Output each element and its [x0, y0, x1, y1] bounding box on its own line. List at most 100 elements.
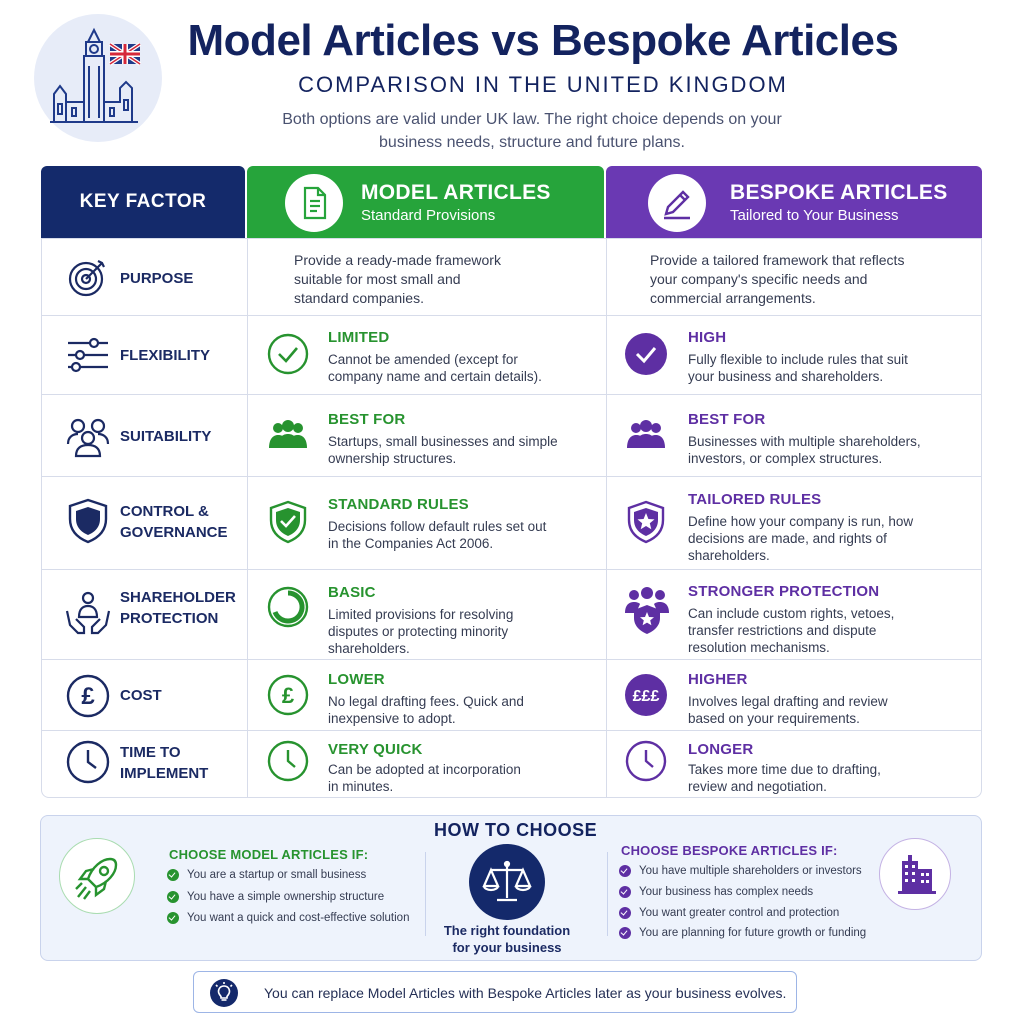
check-circle-icon — [266, 332, 310, 376]
protection-bespoke-heading: STRONGER PROTECTION — [688, 583, 880, 600]
control-bespoke-line: Define how your company is run, how — [688, 514, 914, 529]
target-icon — [64, 253, 112, 301]
choose-model-item-text: You want a quick and cost-effective solu… — [187, 912, 410, 924]
protection-bespoke-line: resolution mechanisms. — [688, 640, 830, 655]
purpose-model-text: Provide a ready-made framework suitable … — [294, 251, 501, 308]
bespoke-articles-title: BESPOKE ARTICLES — [730, 181, 948, 204]
clock-icon — [624, 739, 668, 783]
suitability-model-text: Startups, small businesses and simple ow… — [328, 433, 558, 467]
choose-model-item: You are a startup or small business — [167, 869, 366, 881]
protection-bespoke-line: Can include custom rights, vetoes, — [688, 606, 895, 621]
choose-bespoke-item: You want greater control and protection — [619, 907, 839, 919]
check-dot-icon — [619, 865, 631, 877]
choose-bespoke-item-text: You want greater control and protection — [639, 907, 840, 919]
flexibility-model-text: Cannot be amended (except for company na… — [328, 351, 542, 385]
pound-icon: £ — [64, 672, 112, 720]
triple-pound-icon: £££ — [624, 673, 668, 717]
shield-icon — [64, 497, 112, 545]
time-bespoke-heading: LONGER — [688, 741, 754, 758]
triple-pound-symbol: £££ — [633, 688, 660, 705]
protection-bespoke-text: Can include custom rights, vetoes, trans… — [688, 605, 894, 656]
flexibility-bespoke-heading: HIGH — [688, 329, 727, 346]
shield-check-icon — [266, 500, 310, 544]
model-articles-title: MODEL ARTICLES — [361, 181, 551, 204]
flexibility-model-line: company name and certain details). — [328, 369, 542, 384]
how-to-choose-panel: HOW TO CHOOSE CHOOSE MODEL ARTICLES IF: … — [40, 815, 982, 961]
control-label: CONTROL & GOVERNANCE — [120, 501, 228, 543]
control-model-text: Decisions follow default rules set out i… — [328, 518, 546, 552]
suitability-label: SUITABILITY — [120, 428, 212, 445]
cost-bespoke-heading: HIGHER — [688, 671, 748, 688]
choose-bespoke-item: Your business has complex needs — [619, 886, 813, 898]
check-dot-icon — [167, 912, 179, 924]
check-badge-icon — [624, 332, 668, 376]
partial-circle-icon — [266, 585, 310, 629]
purpose-bespoke-line: your company's specific needs and — [650, 271, 868, 287]
check-dot-icon — [619, 886, 631, 898]
choose-bespoke-item: You have multiple shareholders or invest… — [619, 865, 862, 877]
purpose-bespoke-line: commercial arrangements. — [650, 290, 816, 306]
group-icon — [266, 414, 310, 458]
time-bespoke-line: review and negotiation. — [688, 779, 827, 794]
suitability-model-line: Startups, small businesses and simple — [328, 434, 558, 449]
scales-of-justice-icon — [469, 844, 545, 920]
choose-model-item-text: You are a startup or small business — [187, 869, 367, 881]
protection-model-text: Limited provisions for resolving dispute… — [328, 606, 513, 657]
purpose-bespoke-line: Provide a tailored framework that reflec… — [650, 252, 905, 268]
intro-line-2: business needs, structure and future pla… — [379, 134, 685, 151]
choose-bespoke-item-text: You have multiple shareholders or invest… — [639, 865, 862, 877]
suitability-bespoke-heading: BEST FOR — [688, 411, 766, 428]
time-model-text: Can be adopted at incorporation in minut… — [328, 761, 521, 795]
suitability-model-heading: BEST FOR — [328, 411, 406, 428]
time-model-line: Can be adopted at incorporation — [328, 762, 521, 777]
choose-bespoke-item-text: Your business has complex needs — [639, 886, 814, 898]
control-label-line: GOVERNANCE — [120, 524, 228, 541]
cost-bespoke-line: based on your requirements. — [688, 711, 860, 726]
how-to-choose-title: HOW TO CHOOSE — [434, 820, 598, 840]
page-title: Model Articles vs Bespoke Articles — [187, 16, 899, 65]
flexibility-model-line: Cannot be amended (except for — [328, 352, 518, 367]
intro-text: Both options are valid under UK law. The… — [230, 108, 834, 154]
protection-label-line: PROTECTION — [120, 610, 219, 627]
purpose-model-line: Provide a ready-made framework — [294, 252, 501, 268]
cost-model-heading: LOWER — [328, 671, 385, 688]
pen-icon — [648, 174, 706, 232]
suitability-bespoke-line: Businesses with multiple shareholders, — [688, 434, 921, 449]
protection-bespoke-line: transfer restrictions and dispute — [688, 623, 877, 638]
clock-icon — [266, 739, 310, 783]
cost-bespoke-line: Involves legal drafting and review — [688, 694, 888, 709]
flexibility-bespoke-line: Fully flexible to include rules that sui… — [688, 352, 908, 367]
protection-model-line: Limited provisions for resolving — [328, 607, 514, 622]
choose-model-item: You want a quick and cost-effective solu… — [167, 912, 409, 924]
check-dot-icon — [619, 927, 631, 939]
suitability-model-line: ownership structures. — [328, 451, 457, 466]
protection-model-line: shareholders. — [328, 641, 410, 656]
control-bespoke-heading: TAILORED RULES — [688, 491, 822, 508]
replace-articles-note: You can replace Model Articles with Besp… — [193, 971, 797, 1013]
foundation-caption-line: for your business — [452, 940, 562, 955]
check-dot-icon — [619, 907, 631, 919]
suitability-bespoke-line: investors, or complex structures. — [688, 451, 883, 466]
choose-bespoke-heading: CHOOSE BESPOKE ARTICLES IF: — [621, 843, 838, 858]
purpose-model-line: suitable for most small and — [294, 271, 461, 287]
bespoke-articles-header: BESPOKE ARTICLES Tailored to Your Busine… — [606, 166, 982, 238]
pound-symbol: £ — [81, 683, 95, 710]
check-dot-icon — [167, 891, 179, 903]
time-label-line: IMPLEMENT — [120, 765, 209, 782]
time-bespoke-line: Takes more time due to drafting, — [688, 762, 881, 777]
control-model-line: Decisions follow default rules set out — [328, 519, 547, 534]
intro-line-1: Both options are valid under UK law. The… — [282, 111, 782, 128]
foundation-caption: The right foundation for your business — [436, 922, 578, 956]
cost-model-line: No legal drafting fees. Quick and — [328, 694, 524, 709]
team-shield-icon — [622, 585, 672, 635]
foundation-caption-line: The right foundation — [443, 923, 571, 938]
purpose-bespoke-text: Provide a tailored framework that reflec… — [650, 251, 904, 308]
choose-bespoke-item-text: You are planning for future growth or fu… — [639, 927, 867, 939]
purpose-model-line: standard companies. — [294, 290, 424, 306]
big-ben-union-jack-logo — [34, 14, 162, 142]
cost-model-text: No legal drafting fees. Quick and inexpe… — [328, 693, 524, 727]
clock-icon — [64, 738, 112, 786]
users-icon — [64, 412, 112, 460]
key-factor-header: KEY FACTOR — [41, 166, 245, 238]
